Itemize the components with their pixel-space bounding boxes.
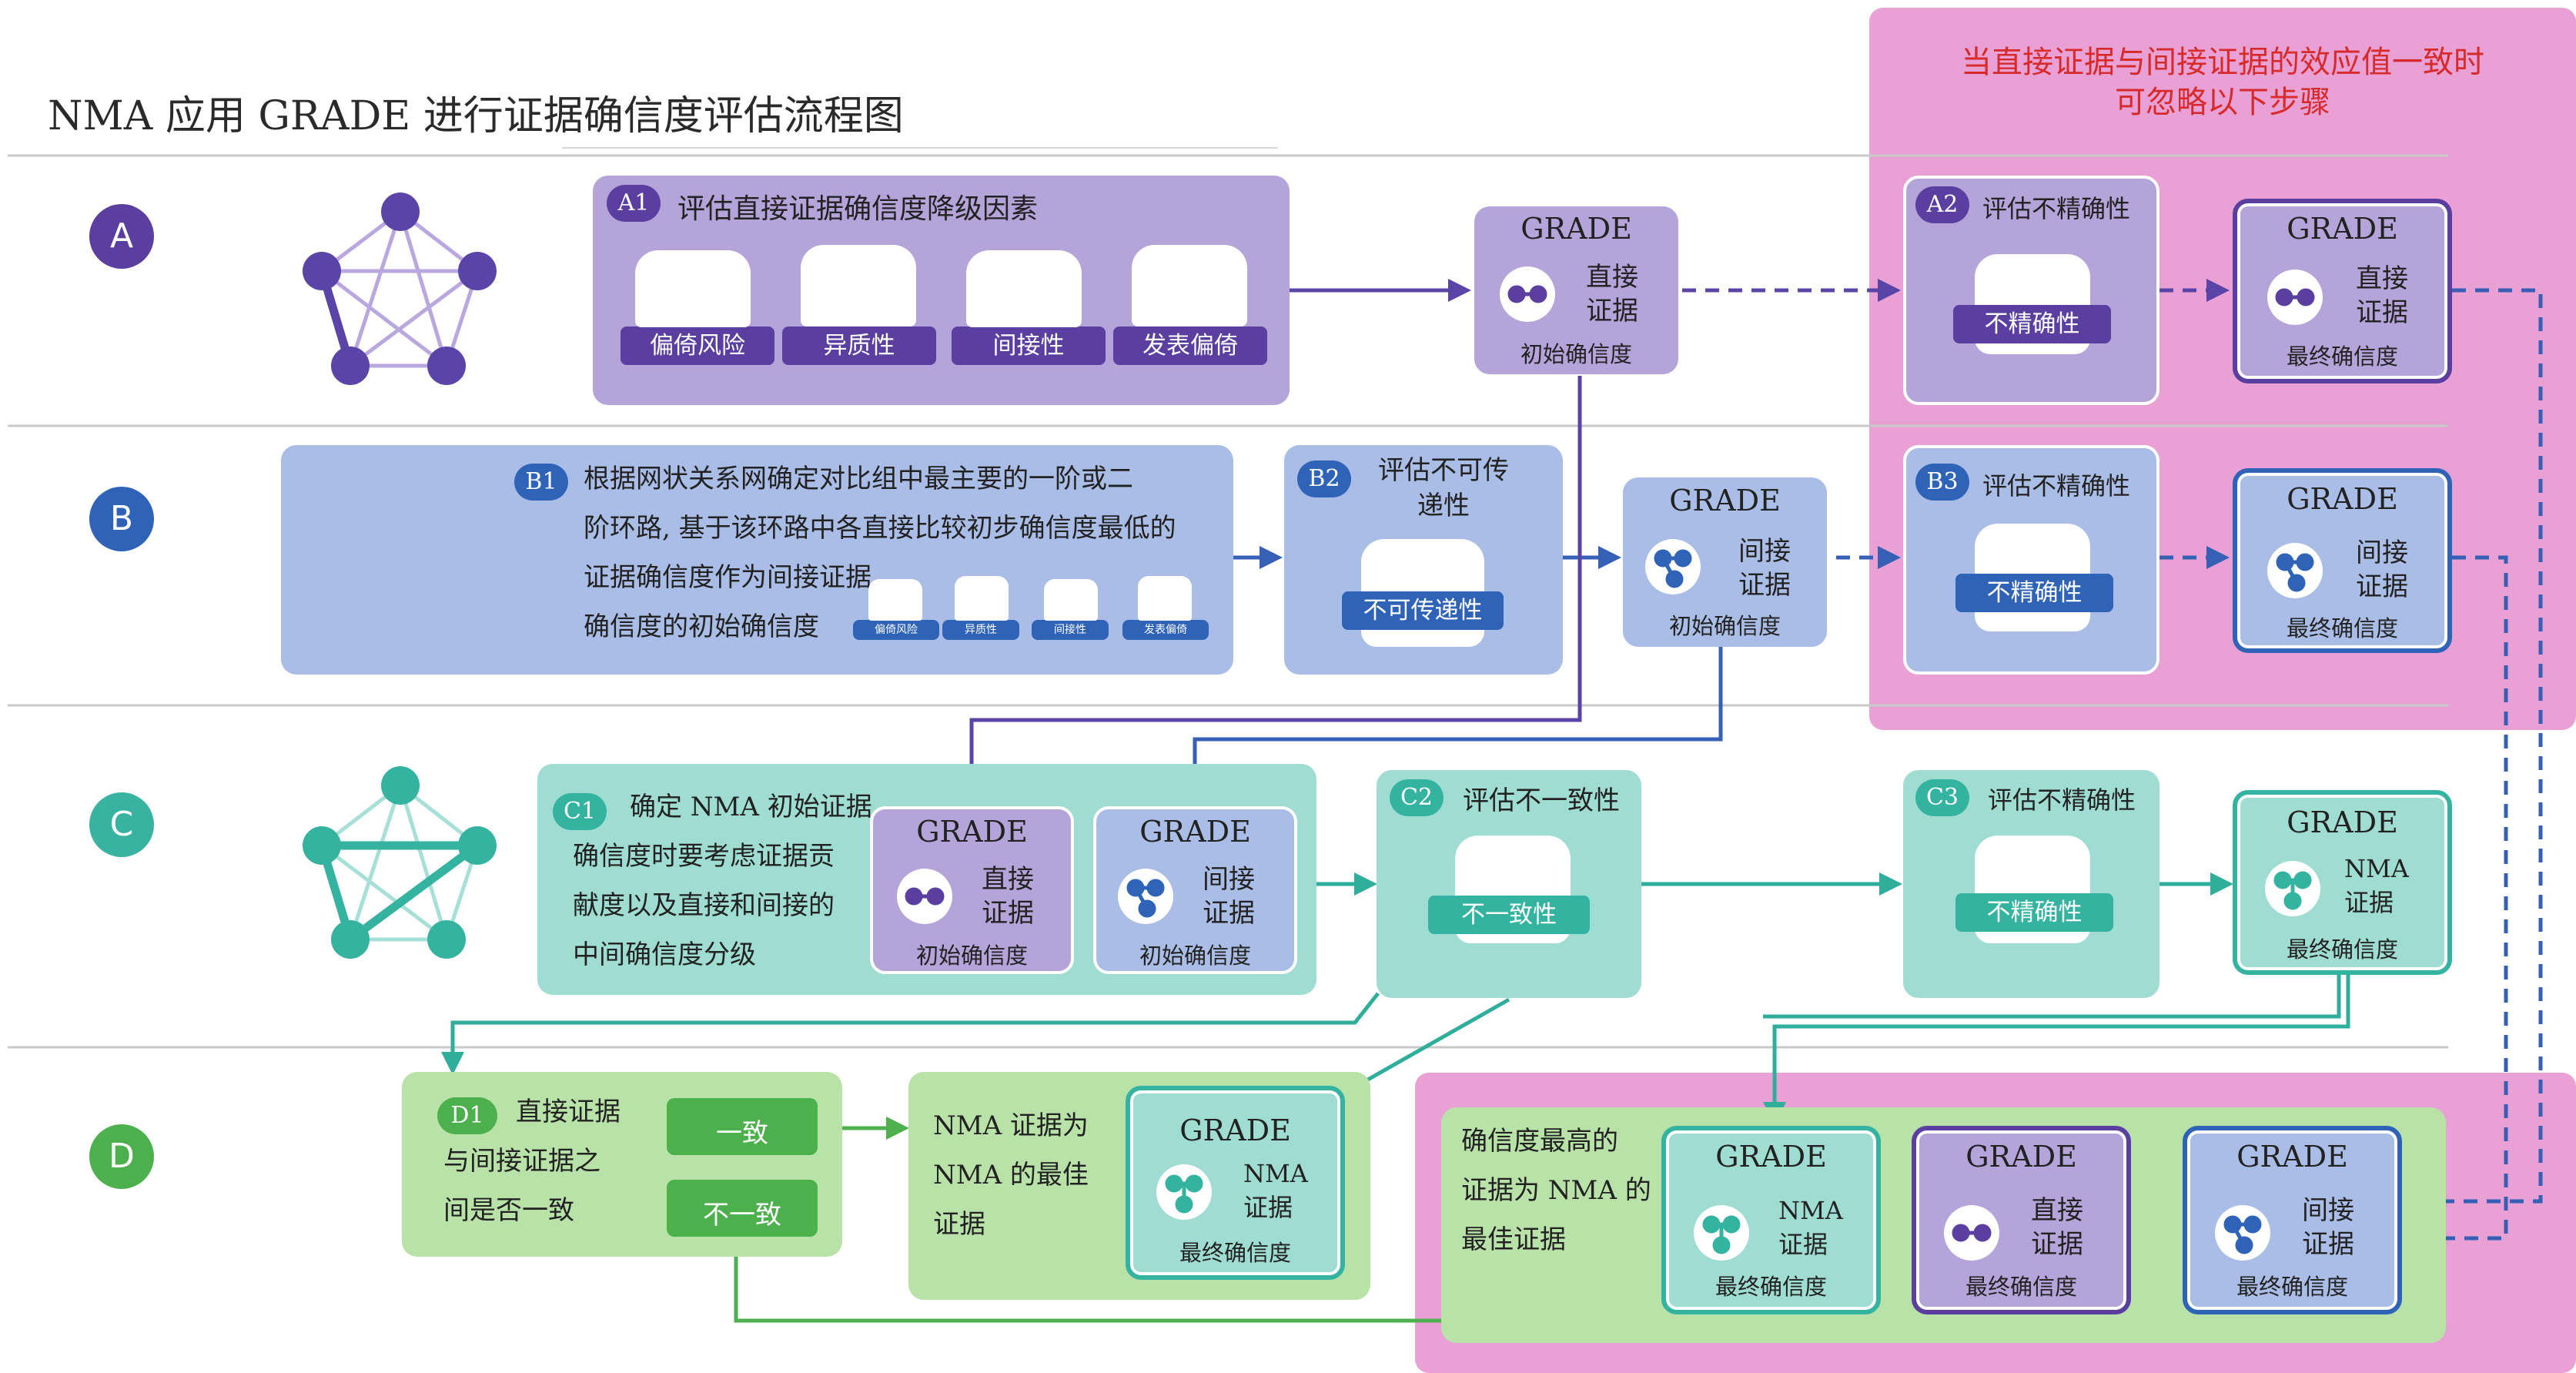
puzzle-icon [1132, 245, 1247, 327]
d1-no-label: 不一致 [703, 1200, 781, 1231]
network-c-icon [303, 766, 497, 959]
grade-d3-indirect-certainty: 最终确信度 [2236, 1274, 2348, 1300]
d1-badge: D1 [437, 1097, 497, 1134]
c2-text: 评估不一致性 [1463, 785, 1620, 816]
grade-d-nma-final [1126, 1086, 1345, 1280]
piece-label-bias-small: 偏倚风险 [853, 620, 939, 640]
d2-text: NMA 证据为 NMA 的最佳 证据 [933, 1110, 1089, 1240]
b2-text: 评估不可传 递性 [1378, 455, 1509, 521]
network-a-icon [303, 193, 497, 385]
b3-piece-label: 不精确性 [1955, 574, 2113, 612]
grade-a-final-certainty: 最终确信度 [2286, 343, 2398, 370]
a2-badge: A2 [1915, 186, 1969, 223]
d1-yes-button [667, 1098, 818, 1155]
grade-a-initial-label: 直接 证据 [1586, 262, 1638, 327]
grade-c-direct-title: GRADE [916, 815, 1028, 849]
b2-badge: B2 [1297, 460, 1351, 497]
grade-d-nma-certainty: 最终确信度 [1179, 1240, 1291, 1266]
grade-a-final-label: 直接 证据 [2356, 263, 2408, 328]
grade-d3-indirect-title: GRADE [2236, 1140, 2348, 1174]
grade-b-final-title: GRADE [2287, 482, 2398, 516]
grade-c-final-certainty: 最终确信度 [2286, 936, 2398, 963]
piece-label-publication-bias: 发表偏倚 [1113, 327, 1267, 365]
grade-d-nma-title: GRADE [1179, 1113, 1291, 1147]
a1-text: 评估直接证据确信度降级因素 [677, 193, 1039, 225]
puzzle-icon [635, 250, 751, 327]
page-title: NMA 应用 GRADE 进行证据确信度评估流程图 [48, 93, 904, 139]
c1-text: 确定 NMA 初始证据 确信度时要考虑证据贡 献度以及直接和间接的 中间确信度分… [573, 792, 872, 970]
d1-yes-label: 一致 [716, 1118, 768, 1149]
grade-b-final-certainty: 最终确信度 [2286, 615, 2398, 641]
piece-label-publication-bias-small: 发表偏倚 [1122, 620, 1209, 640]
grade-b-final-label: 间接 证据 [2356, 537, 2408, 602]
grade-a-initial-certainty: 初始确信度 [1520, 341, 1632, 367]
c3-badge: C3 [1915, 779, 1969, 816]
grade-c-indirect-label: 间接 证据 [1203, 864, 1255, 929]
indirect-evidence-icon [1126, 549, 2314, 1254]
piece-label-indirectness-small: 间接性 [1032, 620, 1109, 640]
grade-d3-nma-title: GRADE [1715, 1140, 1827, 1174]
direct-evidence-icon [905, 285, 2315, 1242]
b3-badge: B3 [1915, 464, 1969, 501]
puzzle-icon [801, 245, 916, 327]
grade-c-indirect-title: GRADE [1139, 815, 1251, 849]
b2-piece-label: 不可传递性 [1342, 591, 1504, 630]
grade-b-initial-label: 间接 证据 [1738, 536, 1791, 601]
grade-a-final-title: GRADE [2287, 212, 2398, 246]
grade-d3-direct-certainty: 最终确信度 [1965, 1274, 2077, 1300]
c3-piece-label: 不精确性 [1955, 893, 2113, 932]
piece-label-indirectness: 间接性 [952, 327, 1106, 365]
d3-text: 确信度最高的 证据为 NMA 的 最佳证据 [1461, 1126, 1651, 1255]
b3-text: 评估不精确性 [1982, 471, 2131, 501]
row-c-circle: C [89, 792, 154, 857]
d1-no-button [667, 1180, 818, 1237]
grade-d3-nma-label: NMA 证据 [1778, 1196, 1843, 1259]
puzzle-icon [1044, 579, 1098, 621]
piece-label-heterogeneity-small: 异质性 [942, 620, 1019, 640]
b1-text: 根据网状关系网确定对比组中最主要的一阶或二 阶环路, 基于该环路中各直接比较初步… [584, 464, 1176, 642]
grade-c-final-label: NMA 证据 [2344, 854, 2409, 917]
grade-c-indirect-certainty: 初始确信度 [1139, 943, 1251, 969]
grade-c-final-title: GRADE [2287, 805, 2398, 839]
a2-piece-label: 不精确性 [1953, 305, 2111, 343]
puzzle-icon [966, 250, 1082, 327]
a1-badge: A1 [607, 185, 661, 222]
nma-evidence-icon [1165, 871, 2312, 1254]
c2-piece-label: 不一致性 [1428, 896, 1590, 934]
c1-badge: C1 [553, 793, 607, 830]
grade-c-direct-label: 直接 证据 [982, 864, 1034, 929]
grade-c-direct-certainty: 初始确信度 [915, 943, 1028, 969]
grade-a-initial-title: GRADE [1521, 212, 1632, 246]
grade-d3-indirect-label: 间接 证据 [2302, 1195, 2354, 1260]
grade-b-initial-certainty: 初始确信度 [1668, 613, 1781, 639]
puzzle-icon [868, 579, 922, 621]
grade-d3-nma-certainty: 最终确信度 [1715, 1274, 1827, 1300]
piece-label-bias: 偏倚风险 [621, 327, 774, 365]
row-d-circle: D [89, 1124, 154, 1189]
grade-b-initial-title: GRADE [1669, 484, 1781, 517]
grade-d3-direct-label: 直接 证据 [2031, 1195, 2083, 1260]
grade-d-nma-label: NMA 证据 [1243, 1159, 1308, 1222]
pink-note-line2: 可忽略以下步骤 [2115, 85, 2330, 120]
c2-badge: C2 [1390, 779, 1444, 816]
d1-text: 直接证据 与间接证据之 间是否一致 [443, 1097, 621, 1226]
a2-text: 评估不精确性 [1982, 194, 2131, 223]
puzzle-icon [1138, 576, 1192, 621]
connectors [441, 279, 2543, 1332]
pink-note-line1: 当直接证据与间接证据的效应值一致时 [1961, 45, 2484, 80]
grade-d3-direct-title: GRADE [1965, 1140, 2077, 1174]
puzzle-icon [955, 576, 1009, 621]
b1-badge: B1 [514, 464, 568, 501]
row-a-circle: A [89, 204, 154, 269]
piece-label-heterogeneity: 异质性 [782, 327, 936, 365]
c3-text: 评估不精确性 [1988, 785, 2136, 815]
row-b-circle: B [89, 487, 154, 551]
